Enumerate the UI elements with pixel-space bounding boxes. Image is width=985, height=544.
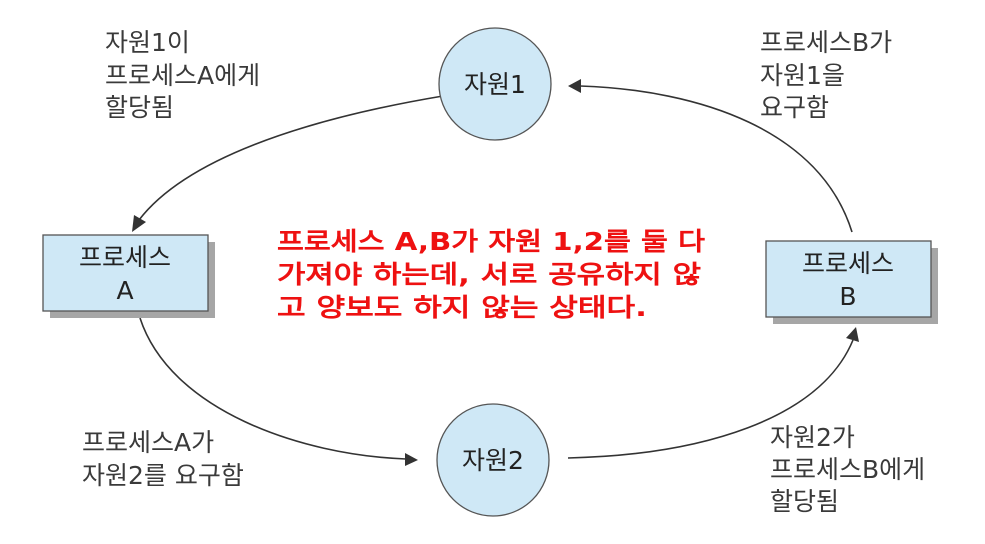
processB-label-line2: B [839, 282, 856, 311]
edge-label-line: 할당됨 [770, 487, 839, 516]
node-resource2: 자원2 [436, 403, 550, 517]
edge-label-line: 프로세스B가 [760, 28, 892, 57]
edge-resource1-to-processA [138, 95, 444, 221]
note-line: 가져야 하는데, 서로 공유하지 않 [277, 260, 701, 289]
label-processA-to-resource2: 프로세스A가 자원2를 요구함 [82, 428, 244, 490]
processA-label-line2: A [116, 276, 133, 305]
resource1-circle [438, 27, 552, 141]
node-resource1: 자원1 [438, 27, 552, 141]
edge-label-line: 프로세스A가 [82, 428, 214, 457]
arrowhead-processA-top [132, 215, 146, 232]
resource1-label: 자원1 [464, 70, 526, 99]
note-line: 고 양보도 하지 않는 상태다. [277, 293, 647, 322]
resource2-circle [436, 403, 550, 517]
resource2-label: 자원2 [462, 446, 524, 475]
edge-label-line: 프로세스A에게 [105, 61, 260, 90]
edge-processA-to-resource2 [139, 317, 407, 460]
edge-label-line: 자원1이 [105, 28, 190, 57]
edges [132, 79, 859, 466]
edge-label-line: 요구함 [760, 93, 829, 122]
edge-label-line: 자원2를 요구함 [82, 461, 244, 490]
edge-label-line: 자원1을 [760, 61, 845, 90]
node-processB: 프로세스 B [765, 240, 938, 324]
edge-processB-to-resource1 [579, 85, 853, 233]
label-resource2-to-processB: 자원2가 프로세스B에게 할당됨 [770, 423, 925, 516]
processB-box [765, 240, 932, 318]
edge-label-line: 프로세스B에게 [770, 455, 925, 484]
processA-box [42, 234, 209, 312]
arrowhead-processB-bottom [846, 327, 859, 342]
node-processA: 프로세스 A [42, 234, 215, 318]
edge-label-line: 할당됨 [105, 93, 174, 122]
label-processB-to-resource1: 프로세스B가 자원1을 요구함 [760, 28, 892, 122]
processB-label-line1: 프로세스 [802, 249, 894, 278]
edge-resource2-to-processB [567, 339, 854, 459]
note-line: 프로세스 A,B가 자원 1,2를 둘 다 [277, 227, 705, 256]
deadlock-note: 프로세스 A,B가 자원 1,2를 둘 다 가져야 하는데, 서로 공유하지 않… [277, 227, 705, 322]
edge-label-line: 자원2가 [770, 423, 855, 452]
arrowhead-resource2-left [405, 453, 418, 466]
arrowhead-resource1-right [568, 79, 581, 93]
processA-label-line1: 프로세스 [79, 243, 171, 272]
label-resource1-to-processA: 자원1이 프로세스A에게 할당됨 [105, 28, 260, 122]
